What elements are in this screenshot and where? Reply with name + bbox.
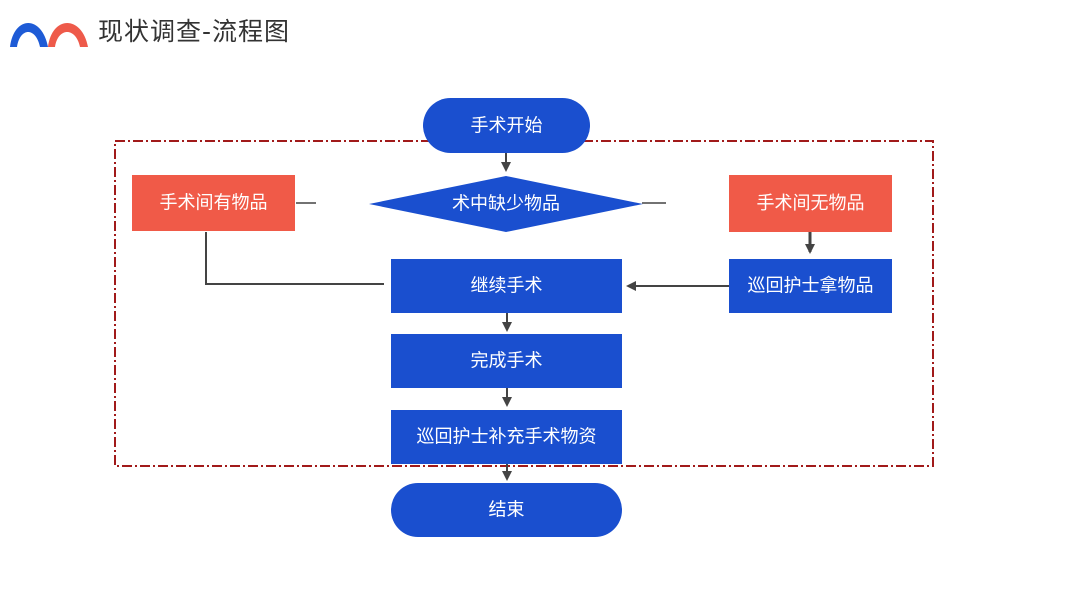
node-start: 手术开始: [423, 98, 590, 153]
page-title: 现状调查-流程图: [98, 17, 291, 46]
node-start-label: 手术开始: [471, 116, 543, 137]
node-end: 结束: [391, 483, 622, 537]
node-no-items-label: 手术间无物品: [757, 193, 865, 214]
line-has-items-to-continue: [205, 232, 384, 285]
node-replenish: 巡回护士补充手术物资: [391, 410, 622, 464]
node-fetch-label: 巡回护士拿物品: [748, 275, 874, 297]
node-complete-label: 完成手术: [471, 351, 543, 372]
node-decision: 术中缺少物品: [369, 176, 643, 232]
node-complete: 完成手术: [391, 334, 622, 388]
header: 现状调查-流程图: [8, 8, 290, 52]
node-continue: 继续手术: [391, 259, 622, 313]
double-arch-logo-icon: [10, 23, 88, 47]
node-continue-label: 继续手术: [471, 276, 543, 297]
node-replenish-label: 巡回护士补充手术物资: [417, 427, 597, 448]
node-decision-label: 术中缺少物品: [452, 194, 560, 215]
node-end-label: 结束: [489, 500, 525, 521]
node-has-items: 手术间有物品: [132, 175, 295, 231]
node-fetch: 巡回护士拿物品: [729, 259, 892, 313]
node-has-items-label: 手术间有物品: [160, 193, 268, 214]
node-no-items: 手术间无物品: [729, 175, 892, 232]
